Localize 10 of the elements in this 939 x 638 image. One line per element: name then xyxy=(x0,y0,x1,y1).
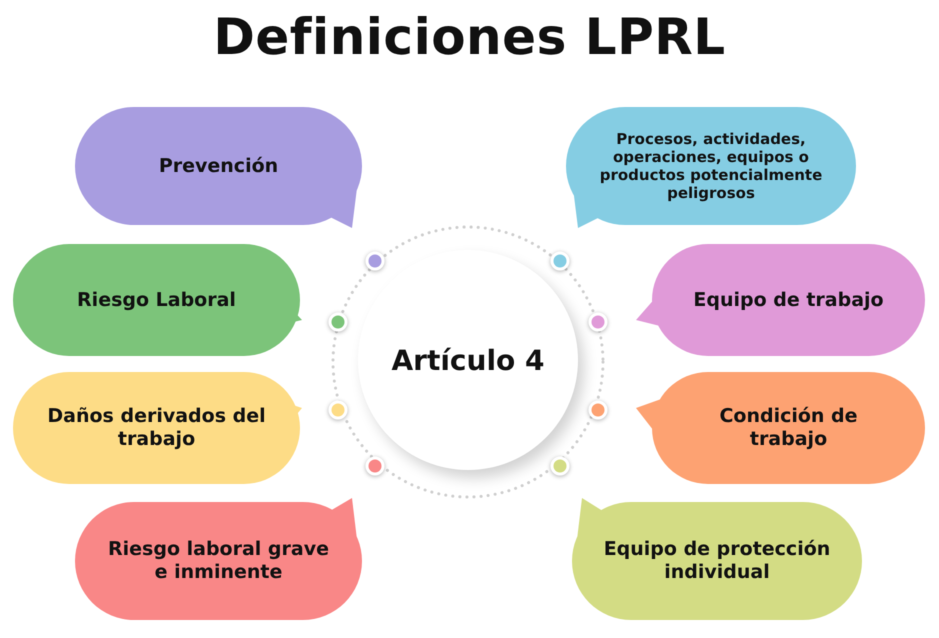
bubble-text: Riesgo Laboral xyxy=(77,288,236,312)
bubble-text: Daños derivados del trabajo xyxy=(46,405,267,451)
bubble-text: Condición de trabajo xyxy=(718,405,859,451)
title: Definiciones LPRL xyxy=(212,8,727,66)
center-label: Artículo 4 xyxy=(391,344,545,376)
bubble-text: Prevención xyxy=(158,154,278,178)
bubble-text: Riesgo laboral grave e inminente xyxy=(107,538,330,584)
bubble-text: Equipo de trabajo xyxy=(693,288,884,312)
bubble-text: Equipo de protección individual xyxy=(602,538,832,584)
bubble-text: Procesos, actividades, operaciones, equipos o productos potencialmente peligrosos xyxy=(598,130,824,202)
